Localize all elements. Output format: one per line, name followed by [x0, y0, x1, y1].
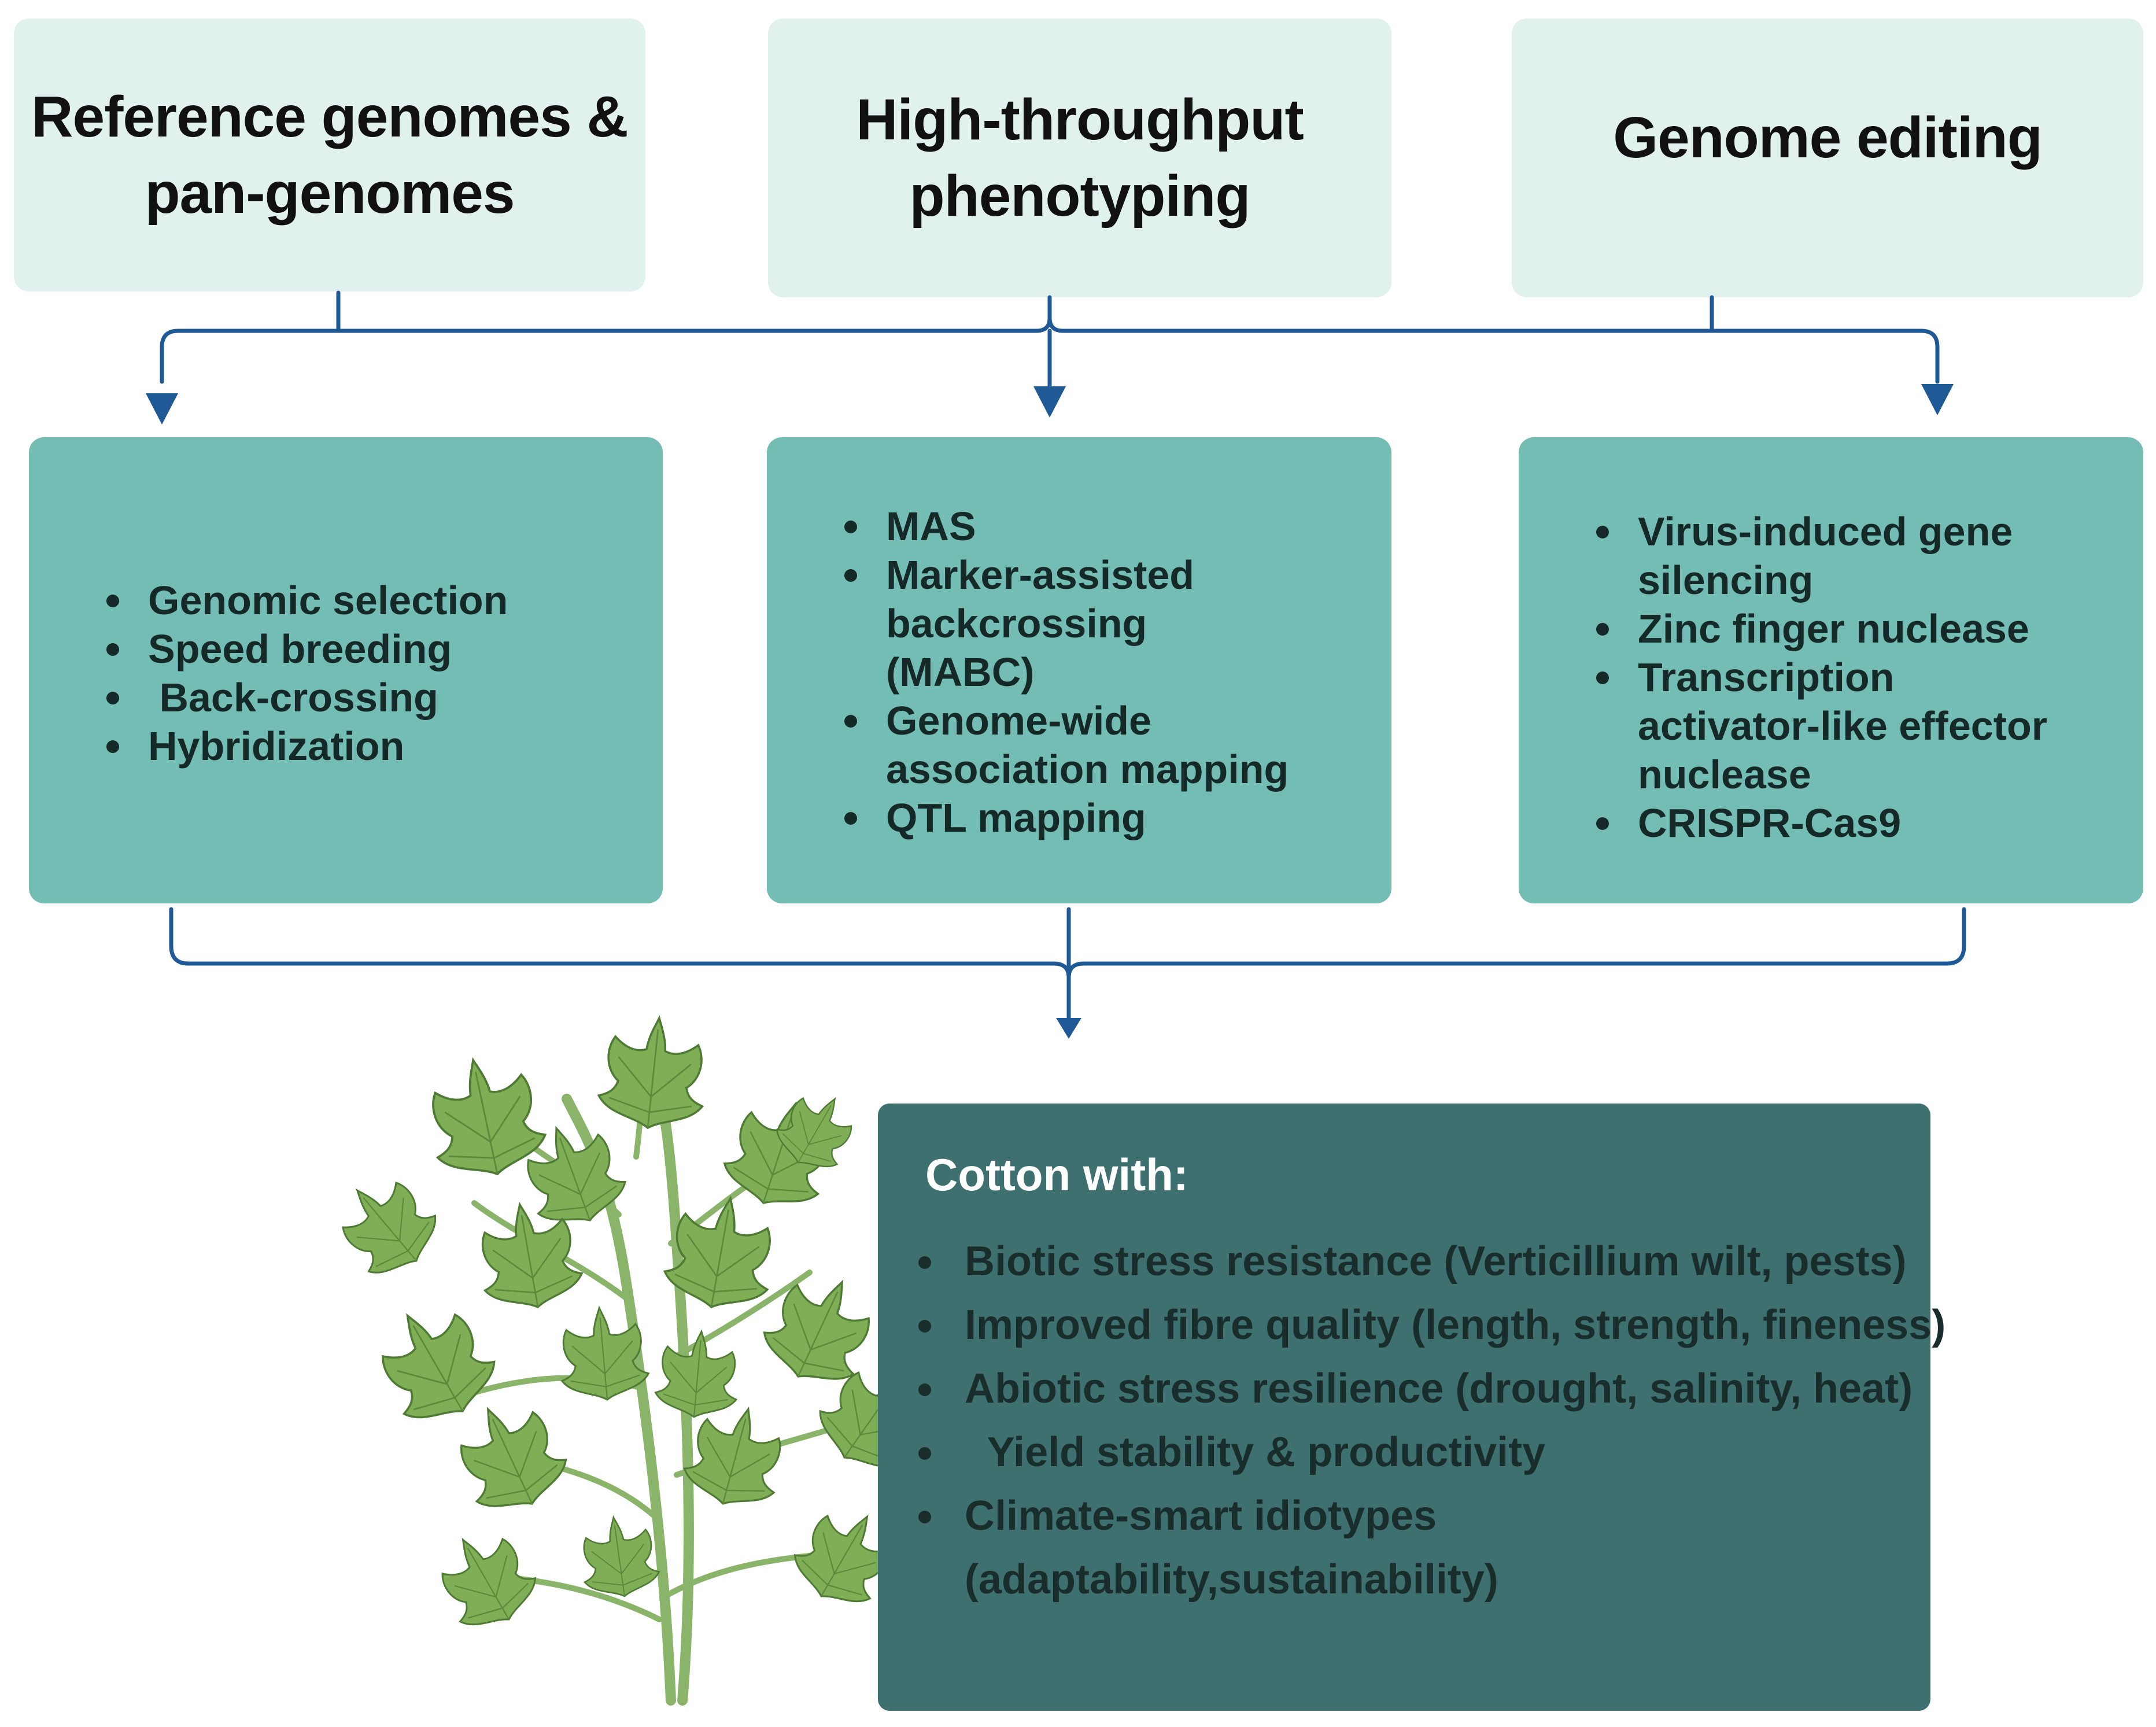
list-item: MAS	[841, 502, 1292, 551]
top-box-title: Reference genomes & pan-genomes	[31, 84, 628, 226]
list-item: Zinc finger nuclease	[1593, 604, 2067, 653]
list-item: Marker-assisted backcrossing (MABC)	[841, 551, 1292, 696]
list-item: Biotic stress resistance (Verticillium w…	[913, 1230, 1945, 1293]
list-item: Improved fibre quality (length, strength…	[913, 1293, 1945, 1357]
list-item: Speed breeding	[103, 625, 508, 673]
arrowhead-bottom	[1056, 1018, 1081, 1039]
connector-top-bracket	[160, 316, 1940, 384]
method-list: Virus-induced gene silencing Zinc finger…	[1593, 507, 2067, 847]
top-box-title: High-throughput phenotyping	[856, 87, 1304, 228]
arrowhead-left	[146, 393, 178, 425]
method-box-genome-editing: Virus-induced gene silencing Zinc finger…	[1519, 437, 2143, 903]
method-list: MAS Marker-assisted backcrossing (MABC) …	[841, 502, 1292, 842]
top-box-title: Genome editing	[1613, 105, 2043, 170]
list-item: CRISPR-Cas9	[1593, 799, 2067, 847]
list-item: Climate-smart idiotypes	[913, 1484, 1945, 1548]
list-item: Virus-induced gene silencing	[1593, 507, 2067, 604]
list-item-continuation: (adaptability,sustainability)	[965, 1556, 1498, 1603]
result-list: Biotic stress resistance (Verticillium w…	[913, 1230, 1945, 1611]
method-list: Genomic selection Speed breeding Back-cr…	[103, 576, 508, 770]
top-box-genome-editing: Genome editing	[1512, 19, 2143, 297]
list-item: Yield stability & productivity	[913, 1420, 1945, 1484]
list-item: QTL mapping	[841, 794, 1292, 842]
list-item: Genomic selection	[103, 576, 508, 625]
method-box-markers: MAS Marker-assisted backcrossing (MABC) …	[767, 437, 1391, 903]
result-heading: Cotton with:	[925, 1149, 1188, 1200]
method-box-breeding: Genomic selection Speed breeding Back-cr…	[29, 437, 663, 903]
arrowhead-middle	[1033, 386, 1066, 418]
list-item: Genome-wide association mapping	[841, 696, 1292, 794]
top-box-reference-genomes: Reference genomes & pan-genomes	[14, 19, 645, 291]
list-item: Hybridization	[103, 722, 508, 770]
top-box-high-throughput-phenotyping: High-throughput phenotyping	[768, 19, 1391, 297]
result-box-cotton-traits: Cotton with: Biotic stress resistance (V…	[878, 1104, 1945, 1711]
list-item: Transcription activator-like effector nu…	[1593, 653, 2067, 799]
arrowhead-right	[1921, 384, 1954, 415]
list-item: Abiotic stress resilience (drought, sali…	[913, 1357, 1945, 1420]
list-item: Back-crossing	[103, 673, 508, 722]
